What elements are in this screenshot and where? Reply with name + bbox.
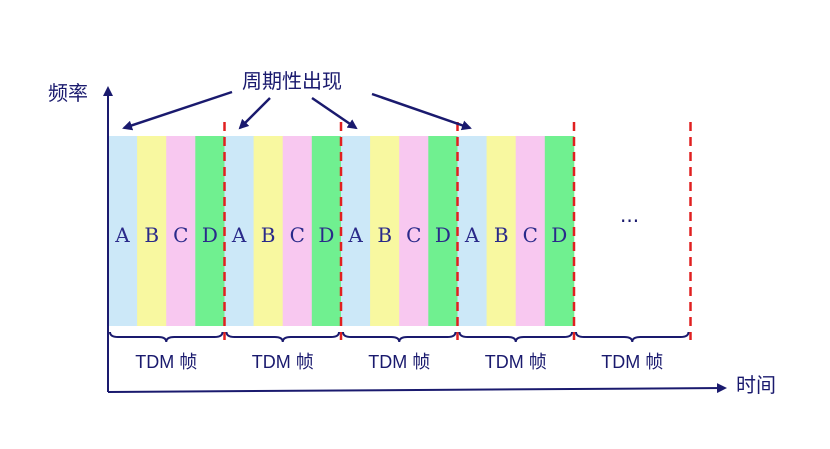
slot-label-a-frame-2: A: [231, 223, 247, 247]
slot-label-b-frame-1: B: [144, 223, 159, 247]
slot-label-d-frame-3: D: [435, 223, 451, 247]
slot-label-b-frame-4: B: [494, 223, 509, 247]
periodic-arrow-1: [122, 90, 233, 131]
x-axis-label: 时间: [736, 373, 776, 397]
frame-brace-4: [458, 331, 573, 343]
periodic-arrow-2: [238, 97, 271, 130]
slot-a-frame-3: [341, 136, 371, 326]
slot-b-frame-3: [370, 136, 400, 326]
periodic-label: 周期性出现: [242, 69, 342, 93]
slot-label-c-frame-4: C: [523, 223, 538, 247]
frame-brace-2: [225, 331, 340, 343]
slot-c-frame-4: [515, 136, 546, 326]
slot-label-b-frame-3: B: [377, 223, 392, 247]
ellipsis-label: ...: [620, 203, 639, 227]
periodic-arrow-4: [371, 92, 472, 131]
frame-brace-5: [575, 331, 690, 343]
braces-layer: TDM 帧 TDM 帧 TDM 帧 TDM 帧 TDM 帧: [109, 331, 690, 372]
y-axis-label: 频率: [48, 81, 88, 105]
slot-label-c-frame-2: C: [290, 223, 305, 247]
slot-d-frame-1: [195, 136, 225, 326]
slot-d-frame-3: [428, 136, 458, 326]
x-axis: [107, 383, 727, 394]
slot-label-b-frame-2: B: [261, 223, 276, 247]
frame-label-3: TDM 帧: [368, 352, 430, 372]
slot-label-d-frame-2: D: [318, 223, 334, 247]
slot-label-a-frame-3: A: [347, 223, 363, 247]
slot-b-frame-4: [486, 136, 517, 326]
dividers-layer: [223, 122, 692, 340]
frame-label-4: TDM 帧: [485, 352, 547, 372]
slot-c-frame-3: [399, 136, 429, 326]
slot-label-d-frame-4: D: [551, 223, 567, 247]
slot-a-frame-1: [108, 136, 138, 326]
slot-label-a-frame-1: A: [114, 223, 130, 247]
slot-b-frame-2: [253, 136, 284, 326]
slot-label-c-frame-3: C: [406, 223, 421, 247]
frame-label-5: TDM 帧: [601, 352, 663, 372]
slot-c-frame-2: [282, 136, 313, 326]
slot-label-d-frame-1: D: [202, 223, 218, 247]
slot-d-frame-4: [544, 136, 575, 326]
periodic-arrow-3: [311, 96, 358, 130]
slot-b-frame-1: [137, 136, 167, 326]
slot-label-c-frame-1: C: [173, 223, 188, 247]
frame-label-1: TDM 帧: [135, 352, 197, 372]
slot-label-a-frame-4: A: [464, 223, 480, 247]
frame-brace-3: [342, 331, 457, 343]
frame-brace-1: [109, 331, 224, 343]
slot-c-frame-1: [166, 136, 196, 326]
slot-a-frame-2: [224, 136, 254, 326]
slot-d-frame-2: [311, 136, 342, 326]
slot-a-frame-4: [457, 136, 487, 326]
frame-label-2: TDM 帧: [252, 352, 314, 372]
